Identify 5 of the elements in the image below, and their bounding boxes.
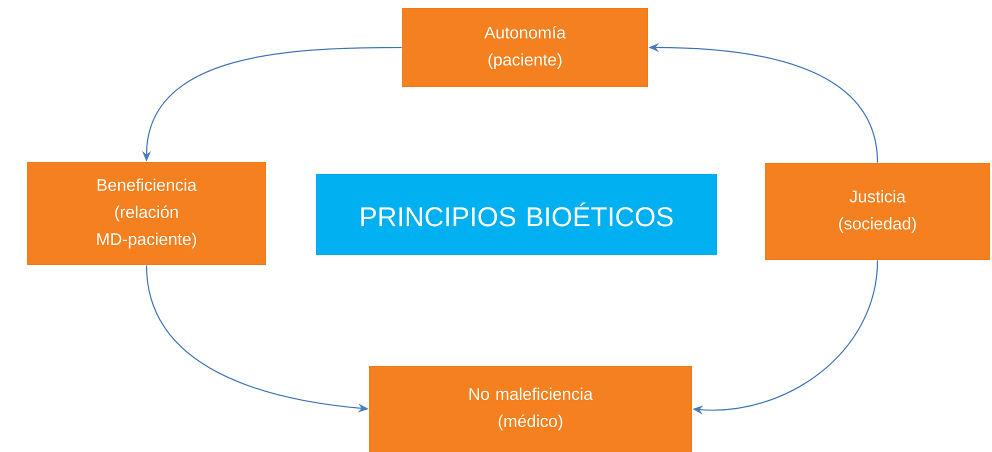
- principle-box: Justicia (sociedad): [765, 163, 990, 260]
- principle-box: Autonomía (paciente): [402, 8, 648, 87]
- principle-box: Beneficiencia (relación MD-paciente): [27, 162, 266, 265]
- title-box: PRINCIPIOS BIOÉTICOS: [316, 174, 717, 255]
- principle-box: No maleficiencia (médico): [369, 366, 692, 452]
